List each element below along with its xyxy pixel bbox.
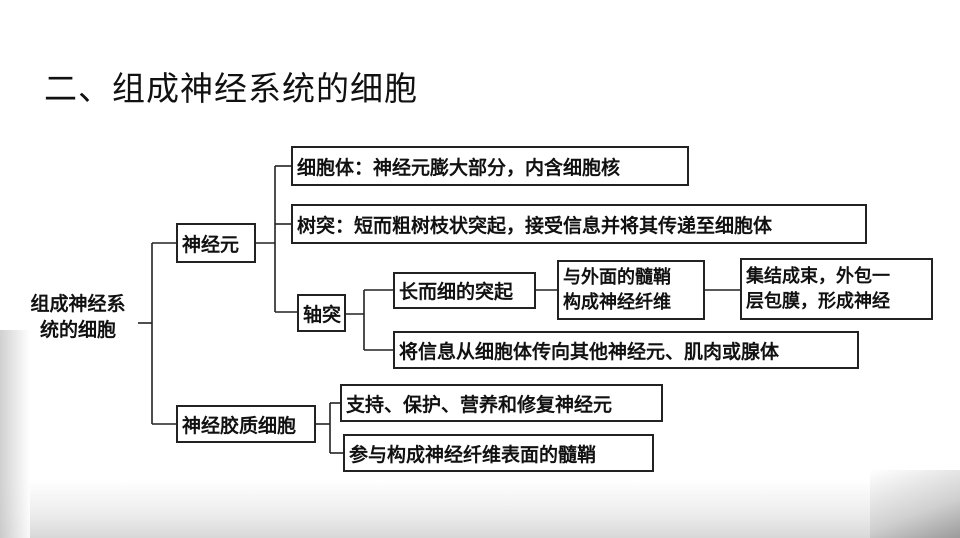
background-decoration-right — [870, 470, 960, 538]
root-line-1: 组成神经系 — [30, 293, 126, 315]
glia-box: 神经胶质细胞 — [176, 405, 316, 443]
nerve-fiber-line-2: 构成神经纤维 — [563, 292, 671, 313]
transmit-box: 将信息从细胞体传向其他神经元、肌肉或腺体 — [393, 331, 859, 369]
nerve-line-2: 层包膜，形成神经 — [746, 291, 890, 312]
background-decoration-left — [0, 330, 30, 538]
background-decoration-bottom — [0, 480, 960, 538]
nerve-fiber-line-1: 与外面的髓鞘 — [563, 267, 671, 288]
cell-body-box: 细胞体：神经元膨大部分，内含细胞核 — [291, 146, 689, 186]
root-node: 组成神经系 统的细胞 — [18, 291, 138, 343]
nerve-box: 集结成束，外包一 层包膜，形成神经 — [740, 258, 933, 320]
glia-function-2-box: 参与构成神经纤维表面的髓鞘 — [343, 434, 654, 472]
root-line-2: 统的细胞 — [39, 319, 116, 341]
nerve-line-1: 集结成束，外包一 — [746, 266, 890, 287]
long-process-box: 长而细的突起 — [393, 272, 536, 309]
glia-function-1-box: 支持、保护、营养和修复神经元 — [340, 384, 663, 422]
dendrite-box: 树突：短而粗树枝状突起，接受信息并将其传递至细胞体 — [291, 204, 867, 244]
nerve-fiber-box: 与外面的髓鞘 构成神经纤维 — [557, 260, 705, 320]
page-title: 二、组成神经系统的细胞 — [44, 69, 418, 108]
neuron-box: 神经元 — [176, 223, 256, 263]
axon-box: 轴突 — [297, 294, 346, 332]
